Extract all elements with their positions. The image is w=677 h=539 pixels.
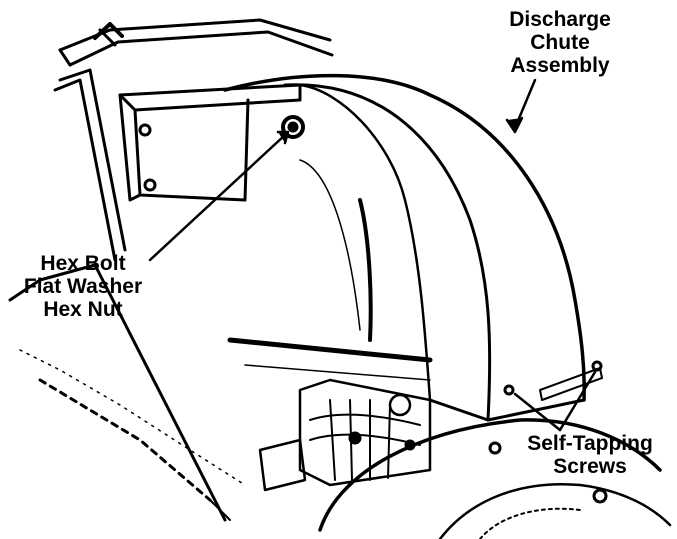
hex-hardware-label: Hex Bolt Flat Washer Hex Nut [8, 252, 158, 321]
self-tapping-screws-label: Self-Tapping Screws [500, 432, 677, 478]
discharge-chute [223, 73, 603, 422]
hex-hardware-label-line-1: Hex Bolt [40, 252, 126, 275]
discharge-chute-label: Discharge Chute Assembly [470, 8, 650, 77]
discharge-chute-label-line-1: Discharge [509, 8, 611, 31]
lower-housing [209, 418, 672, 539]
leader-screws-2 [558, 370, 597, 432]
leader-screws-1 [513, 392, 562, 432]
hex-bolt [281, 115, 305, 139]
hex-hardware-label-line-3: Hex Nut [43, 298, 123, 321]
hopper-frame [53, 18, 334, 262]
discharge-chute-label-line-2: Chute [530, 31, 590, 54]
screws-label-line-2: Screws [553, 455, 627, 478]
leader-bolt [148, 133, 287, 262]
leader-lines [148, 78, 597, 432]
engine [258, 378, 432, 492]
housing-body [8, 159, 433, 522]
hex-hardware-label-line-2: Flat Washer [23, 275, 143, 298]
discharge-chute-label-line-3: Assembly [510, 54, 610, 77]
leader-bolt-arrow [276, 130, 290, 145]
screws-label-line-1: Self-Tapping [527, 432, 653, 455]
leader-chute-arrow [505, 116, 524, 134]
